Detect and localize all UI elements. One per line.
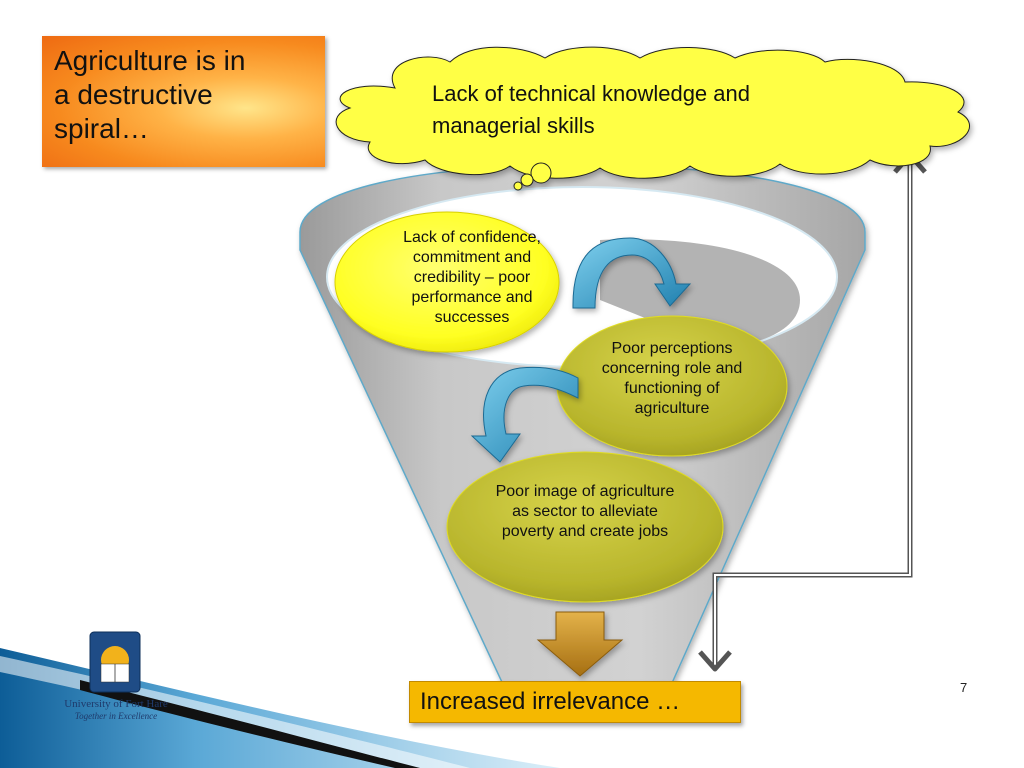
ellipse-3-label: Poor image of agriculture as sector to a…	[495, 483, 675, 540]
ellipse-1-label: Lack of confidence, commitment and credi…	[403, 229, 541, 326]
slide-title: Agriculture is in a destructive spiral…	[54, 45, 246, 144]
feedback-connector	[698, 152, 927, 672]
logo-tagline: Together in Excellence	[74, 711, 158, 721]
page-number: 7	[960, 680, 968, 695]
thought-cloud	[335, 46, 971, 191]
university-logo	[89, 631, 141, 693]
down-arrow	[536, 611, 624, 677]
ellipse-lack-of-confidence	[334, 211, 560, 353]
cloud-label: Lack of technical knowledge and manageri…	[432, 81, 750, 138]
slide-title-box: Agriculture is in a destructive spiral…	[42, 36, 325, 167]
logo-caption: University of Fort Hare Together in Exce…	[36, 698, 196, 722]
result-box: Increased irrelevance …	[409, 681, 741, 723]
curved-arrow-1	[572, 237, 692, 309]
curved-arrow-2	[470, 366, 579, 463]
ellipse-poor-image	[446, 451, 724, 603]
ellipse-2-label: Poor perceptions concerning role and fun…	[601, 340, 743, 417]
logo-name: University of Fort Hare	[64, 698, 168, 710]
